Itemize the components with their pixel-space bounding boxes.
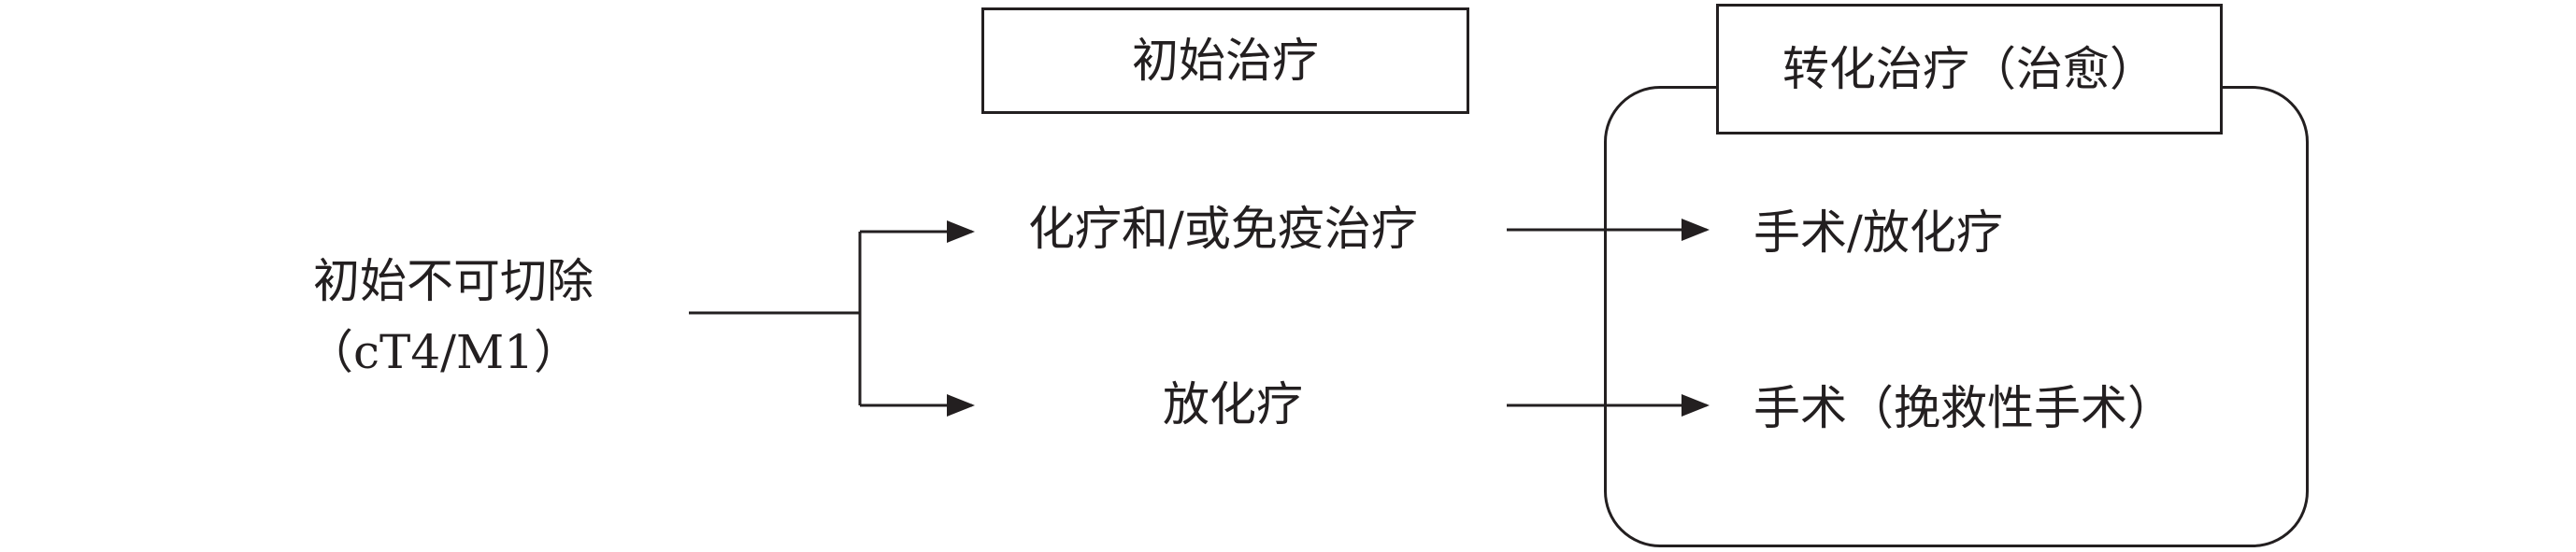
source-label-line-2: （cT4/M1） bbox=[307, 325, 581, 379]
conversion-treatment-header: 转化治疗（治愈） bbox=[1782, 42, 2156, 96]
pathway-1-initial-label: 化疗和/或免疫治疗 bbox=[1028, 202, 1418, 256]
conversion-treatment-group-box bbox=[1604, 86, 2309, 547]
pathway-2-conversion-label: 手术（挽救性手术） bbox=[1753, 381, 2174, 435]
pathway-1-conversion-label: 手术/放化疗 bbox=[1753, 205, 2003, 260]
conversion-treatment-header-box: 转化治疗（治愈） bbox=[1716, 4, 2223, 134]
pathway-2-initial-label: 放化疗 bbox=[1163, 377, 1303, 432]
source-label-line-1: 初始不可切除 bbox=[313, 254, 594, 308]
initial-treatment-header: 初始治疗 bbox=[1132, 34, 1319, 88]
initial-treatment-header-box: 初始治疗 bbox=[981, 7, 1469, 114]
